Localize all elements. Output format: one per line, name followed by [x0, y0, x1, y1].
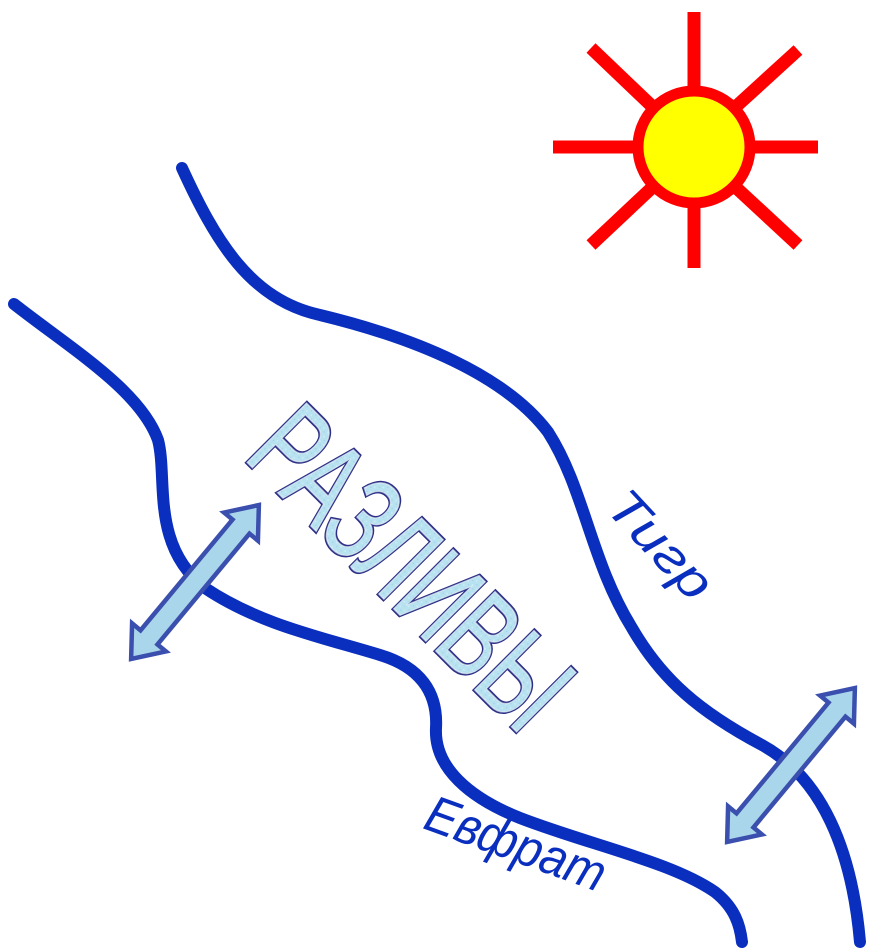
- sun-ray-southwest: [586, 177, 663, 250]
- flood-arrow-right: [724, 685, 858, 845]
- sun-disc: [632, 85, 756, 209]
- sun-ray-northeast: [725, 45, 803, 117]
- double-arrow-left-icon: [128, 502, 262, 662]
- river-euphrates: [8, 298, 748, 948]
- flood-arrow-left: [128, 502, 262, 662]
- sun-ray-northwest: [586, 43, 663, 117]
- double-arrow-right-icon: [724, 685, 858, 845]
- river-label-euphrates: Евфрат: [418, 785, 614, 904]
- sun-ray-southeast: [725, 177, 803, 250]
- sun-icon: [553, 12, 818, 268]
- headline-floods-inner-outline: РАЗЛИВЫ: [224, 380, 599, 755]
